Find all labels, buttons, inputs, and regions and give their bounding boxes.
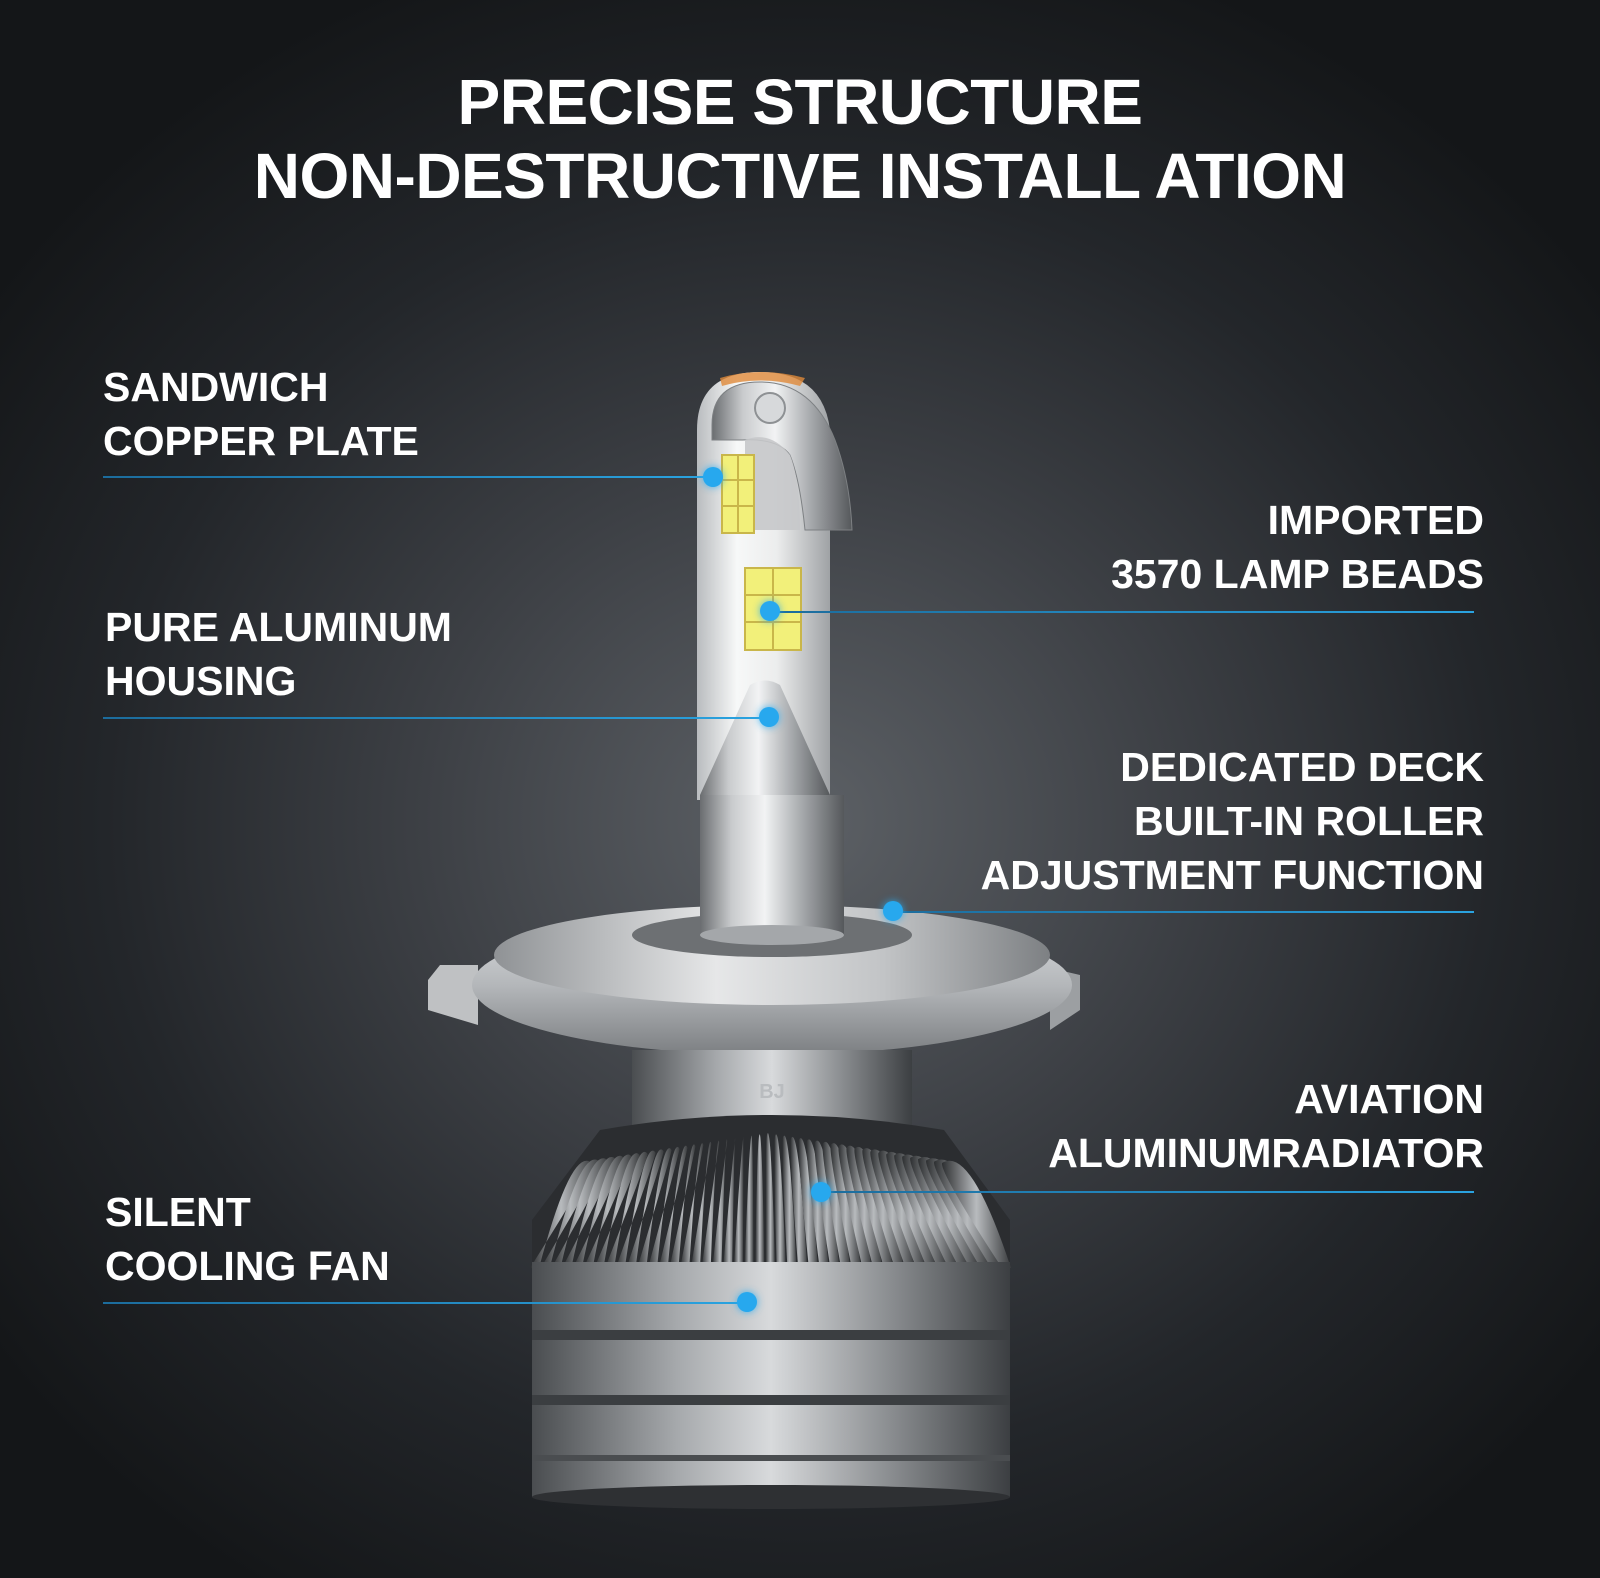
callout-dot-dedicated-deck — [883, 901, 903, 921]
radiator-fin — [765, 1133, 775, 1268]
title-line-2: NON-DESTRUCTIVE INSTALL ATION — [253, 140, 1347, 212]
callout-line-lamp-beads — [770, 611, 1474, 613]
radiator-fin — [712, 1139, 728, 1268]
callout-text: BUILT-IN ROLLER — [1134, 798, 1484, 844]
callout-text: 3570 LAMP BEADS — [1111, 551, 1484, 597]
callout-dot-aluminum-housing — [759, 707, 779, 727]
callout-silent-cooling-fan: SILENT COOLING FAN — [105, 1185, 390, 1293]
radiator-fin — [637, 1148, 672, 1268]
radiator-fin — [733, 1136, 744, 1268]
callout-text: ALUMINUMRADIATOR — [1048, 1130, 1484, 1176]
radiator-fin — [870, 1149, 915, 1268]
radiator-fin — [926, 1158, 990, 1268]
callout-text: DEDICATED DECK — [1120, 744, 1484, 790]
callout-sandwich-copper-plate: SANDWICH COPPER PLATE — [103, 360, 419, 468]
radiator-fin — [626, 1149, 664, 1268]
radiator-fin — [658, 1145, 688, 1268]
radiator-fin — [583, 1154, 632, 1268]
radiator-fin — [806, 1139, 829, 1268]
callout-line-dedicated-deck — [892, 911, 1474, 913]
radiator-fin — [941, 1160, 1011, 1268]
radiator-fin — [669, 1144, 696, 1268]
callout-text: PURE ALUMINUM — [105, 604, 452, 650]
radiator-fin — [755, 1134, 765, 1268]
callout-text: HOUSING — [105, 658, 297, 704]
radiator-fin — [918, 1156, 979, 1268]
callout-imported-lamp-beads: IMPORTED 3570 LAMP BEADS — [1111, 493, 1484, 601]
callout-line-radiator — [820, 1191, 1474, 1193]
callout-text: ADJUSTMENT FUNCTION — [980, 852, 1484, 898]
radiator-fin — [854, 1146, 893, 1268]
radiator-fin — [723, 1138, 736, 1268]
radiator-fin — [830, 1143, 861, 1268]
radiator-fin — [594, 1153, 640, 1268]
radiator-fin — [894, 1153, 947, 1268]
callout-dot-sandwich — [703, 467, 723, 487]
radiator-fin — [744, 1135, 754, 1268]
radiator-fin — [690, 1141, 712, 1268]
callout-line-sandwich — [103, 476, 713, 478]
radiator-fin — [798, 1138, 818, 1268]
radiator-fin — [615, 1150, 656, 1268]
radiator-fin — [572, 1155, 624, 1268]
callout-text: SANDWICH — [103, 364, 329, 410]
radiator-fin — [862, 1148, 904, 1268]
callout-line-aluminum-housing — [103, 717, 766, 719]
radiator-fin — [605, 1151, 648, 1268]
callout-text: AVIATION — [1294, 1076, 1484, 1122]
callout-dot-lamp-beads — [760, 601, 780, 621]
radiator-fin — [902, 1154, 958, 1268]
callout-text: SILENT — [105, 1189, 251, 1235]
bj-engraving: BJ — [759, 1081, 785, 1103]
callout-dedicated-deck: DEDICATED DECK BUILT-IN ROLLER ADJUSTMEN… — [981, 740, 1484, 902]
radiator-fin — [933, 1159, 1001, 1268]
radiator-fin — [774, 1134, 786, 1268]
title-line-1: PRECISE STRUCTURE — [457, 66, 1143, 138]
radiator-fin — [680, 1143, 704, 1268]
radiator-fin — [822, 1141, 851, 1268]
radiator-fin — [846, 1145, 883, 1268]
callout-dot-cooling-fan — [737, 1292, 757, 1312]
callout-aviation-radiator: AVIATION ALUMINUMRADIATOR — [1048, 1072, 1484, 1180]
callout-text: IMPORTED — [1267, 497, 1484, 543]
radiator-fin — [790, 1136, 808, 1268]
radiator-fin — [701, 1140, 720, 1268]
callout-text: COPPER PLATE — [103, 418, 419, 464]
radiator-fin — [878, 1150, 926, 1268]
radiator-fin — [648, 1146, 680, 1268]
radiator-fin — [910, 1155, 969, 1268]
callout-text: COOLING FAN — [105, 1243, 390, 1289]
callout-dot-radiator — [811, 1182, 831, 1202]
radiator-fin — [838, 1144, 872, 1268]
callout-pure-aluminum-housing: PURE ALUMINUM HOUSING — [105, 600, 452, 708]
radiator-fin — [782, 1135, 797, 1268]
radiator-fin — [886, 1151, 936, 1268]
callout-line-cooling-fan — [103, 1302, 743, 1304]
radiator-fin — [814, 1140, 840, 1268]
